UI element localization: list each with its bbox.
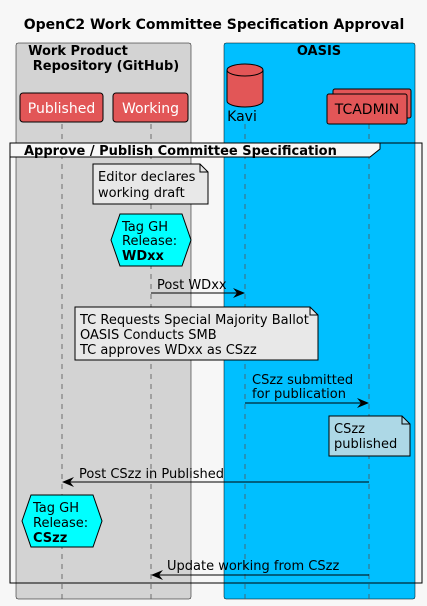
repo-box-label-line2: Repository (GitHub)	[33, 59, 179, 74]
note-editor-line2: working draft	[98, 186, 185, 201]
participant-published	[19, 92, 104, 123]
participant-working	[112, 92, 189, 123]
hexagon-cs-line3: CSzz	[33, 531, 67, 546]
arrowhead-icon	[357, 398, 369, 408]
arrowhead-icon	[233, 288, 245, 298]
note-tc-line2: OASIS Conducts SMB	[80, 328, 217, 343]
database-icon	[226, 63, 264, 108]
message-submitted-line2: for publication	[252, 387, 346, 402]
message-post-wd-label: Post WDxx	[157, 278, 227, 293]
note-editor-line1: Editor declares	[98, 170, 196, 185]
hexagon-cs-line1: Tag GH	[32, 501, 79, 516]
note-tc-line3: TC approves WDxx as CSzz	[79, 343, 257, 358]
arrowhead-icon	[62, 477, 74, 487]
note-cszz-line1: CSzz	[334, 422, 365, 437]
hexagon-cs-line2: Release:	[33, 516, 88, 531]
participant-working-label: Working	[122, 101, 179, 117]
repo-box-label-line1: Work Product	[28, 44, 128, 59]
participant-tcadmin-label: TCADMIN	[334, 102, 400, 118]
hexagon-wd-line1: Tag GH	[121, 220, 168, 235]
hexagon-wd-line3: WDxx	[122, 249, 165, 264]
note-tc-line1: TC Requests Special Majority Ballot	[79, 313, 309, 328]
oasis-box-label: OASIS	[297, 44, 341, 59]
participant-kavi-label: Kavi	[227, 109, 257, 125]
note-tc	[74, 306, 319, 361]
hexagon-tag-cszz	[21, 494, 103, 548]
participant-published-label: Published	[28, 101, 95, 117]
note-editor	[92, 163, 209, 205]
participant-tcadmin	[326, 93, 408, 125]
note-cszz-published	[328, 415, 411, 457]
note-cszz-line2: published	[334, 437, 397, 452]
message-update-label: Update working from CSzz	[167, 559, 339, 574]
group-label: Approve / Publish Committee Specificatio…	[24, 144, 337, 159]
arrowhead-icon	[151, 570, 163, 580]
diagram-title: OpenC2 Work Committee Specification Appr…	[24, 17, 405, 33]
message-post-cs-label: Post CSzz in Published	[79, 467, 224, 482]
hexagon-wd-line2: Release:	[122, 234, 177, 249]
group-label-tab	[9, 142, 381, 158]
hexagon-tag-wdxx	[110, 213, 192, 267]
message-submitted-line1: CSzz submitted	[252, 373, 353, 388]
